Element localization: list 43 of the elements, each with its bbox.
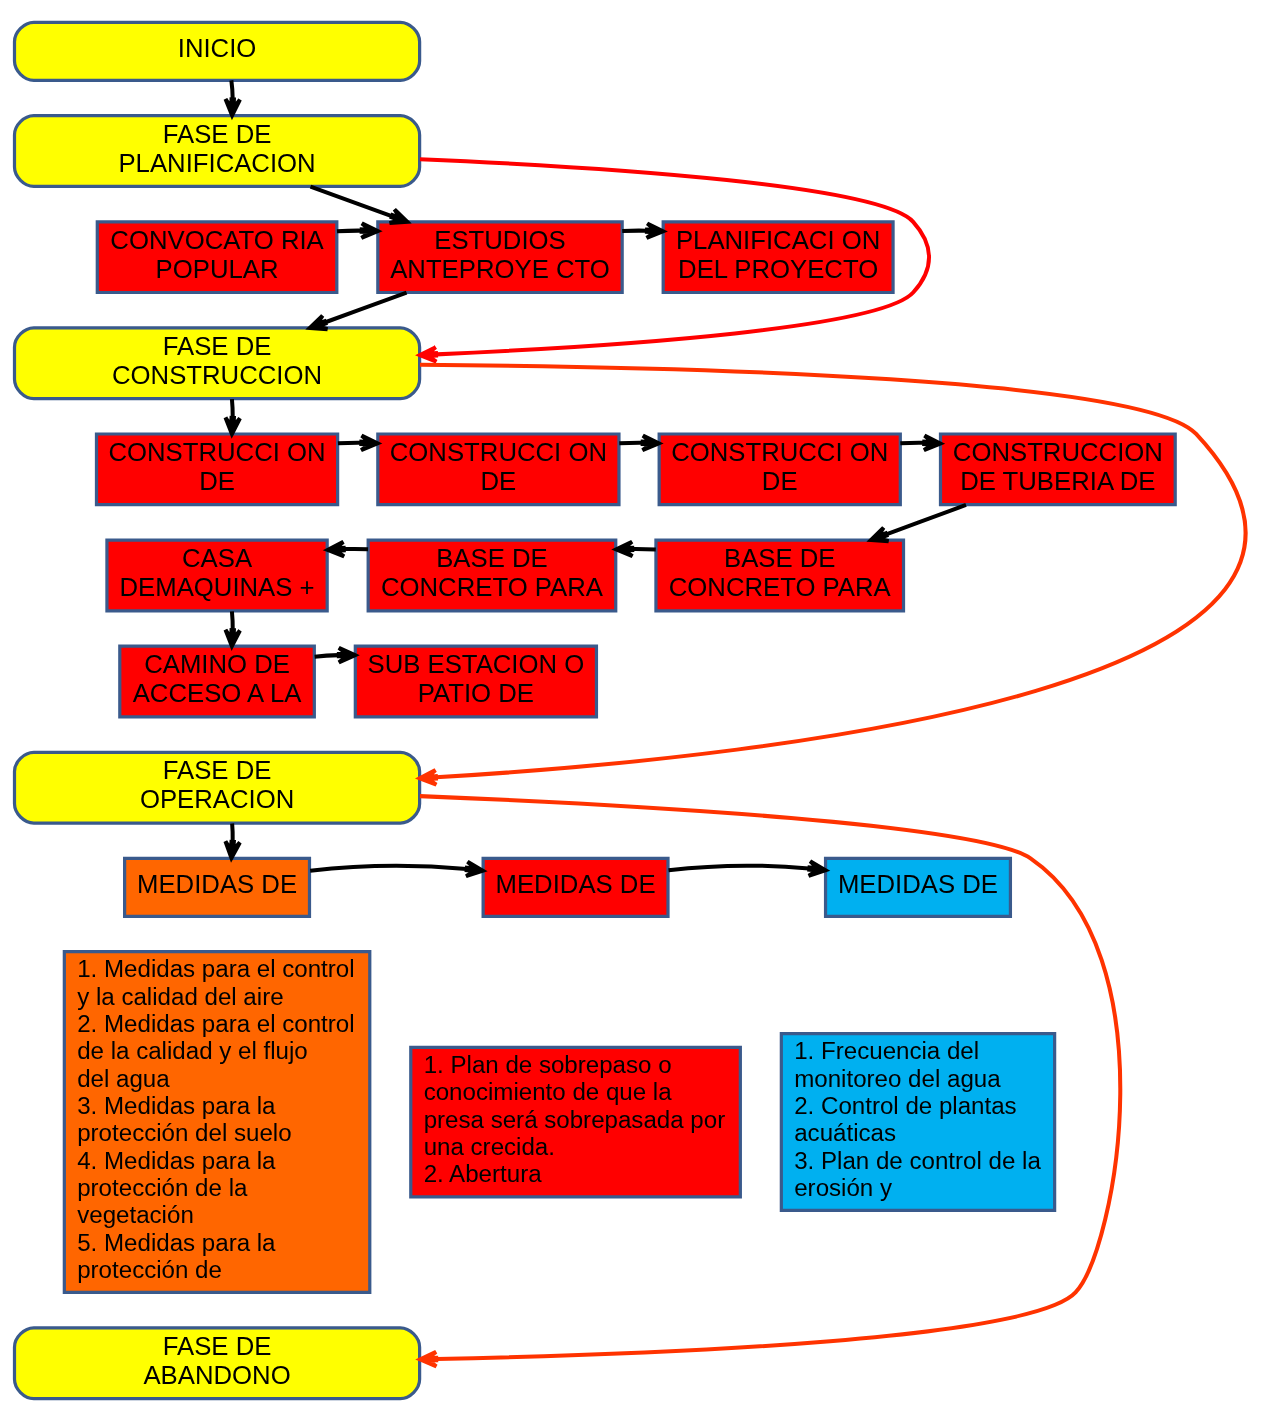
arrow xyxy=(668,859,828,878)
node-box: 1. Medidas para el control y la calidad del aire 2. Medidas para el control de la calidad y el flujo del agua 3. Medidas para la protección del suelo 4. Medidas para la protección de la vegetación 5. Medidas para la protección de xyxy=(62,950,372,1295)
arrow xyxy=(337,433,380,453)
node-box: CONSTRUCCION DE TUBERIA DE xyxy=(938,432,1177,507)
node-box: CONSTRUCCI ON DE xyxy=(94,432,340,507)
node-box: BASE DE CONCRETO PARA xyxy=(366,538,618,613)
arrow xyxy=(223,398,242,436)
node-box: FASE DE ABANDONO xyxy=(12,1326,422,1401)
node-box: INICIO xyxy=(12,20,422,82)
arrow xyxy=(307,290,408,332)
arrow xyxy=(325,539,369,559)
node-box: CASA DEMAQUINAS + xyxy=(105,538,329,613)
node-box: CONSTRUCCI ON DE xyxy=(657,432,902,507)
arrow xyxy=(309,859,485,879)
arrow xyxy=(622,221,666,240)
node-box: SUB ESTACION O PATIO DE xyxy=(353,644,599,719)
node-box: MEDIDAS DE xyxy=(123,856,312,918)
arrow xyxy=(417,362,1246,787)
node-box: ESTUDIOS ANTEPROYE CTO xyxy=(376,220,624,295)
arrow xyxy=(314,645,357,665)
arrow xyxy=(900,433,943,453)
arrow xyxy=(223,823,242,860)
arrow xyxy=(614,539,656,559)
node-box: PLANIFICACI ON DEL PROYECTO xyxy=(661,220,895,295)
node-box: FASE DE CONSTRUCCION xyxy=(12,326,422,401)
node-box: MEDIDAS DE xyxy=(481,856,670,918)
arrow xyxy=(869,503,967,544)
arrow xyxy=(223,80,242,118)
node-box: 1. Plan de sobrepaso o conocimiento de que la presa será sobrepasada por una crecida. 2. Abertura xyxy=(409,1045,742,1199)
node-box: MEDIDAS DE xyxy=(823,856,1013,918)
arrow xyxy=(417,157,931,364)
node-box: CAMINO DE ACCESO A LA xyxy=(118,644,316,719)
node-box: FASE DE PLANIFICACION xyxy=(12,114,422,188)
arrow xyxy=(309,184,410,226)
arrow xyxy=(619,433,661,453)
node-box: CONSTRUCCI ON DE xyxy=(376,432,621,507)
arrow xyxy=(418,794,1123,1369)
arrow xyxy=(223,611,242,649)
node-box: FASE DE OPERACION xyxy=(12,750,422,825)
node-box: BASE DE CONCRETO PARA xyxy=(654,538,906,613)
node-box: 1. Frecuencia del monitoreo del agua 2. Control de plantas acuáticas 3. Plan de control de la erosión y xyxy=(779,1032,1057,1213)
node-box: CONVOCATO RIA POPULAR xyxy=(95,220,339,295)
arrow xyxy=(336,221,380,240)
